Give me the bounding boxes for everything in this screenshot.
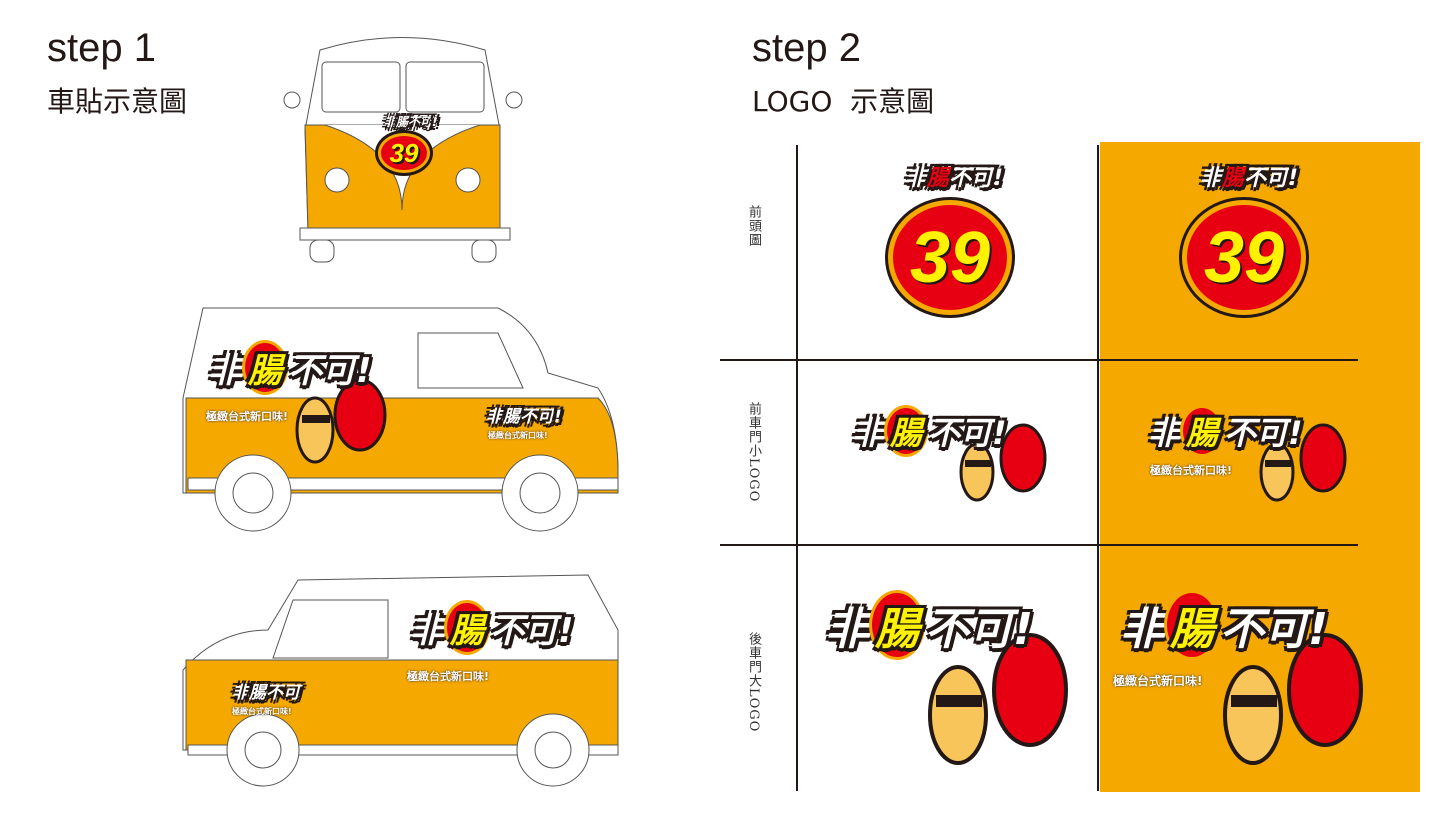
mascot-icon: [955, 420, 1050, 509]
step2-subtitle: LOGO 示意圖: [752, 85, 935, 118]
logo-39-badge-white: 39: [888, 200, 1012, 315]
front-van-39-badge: 39: [378, 133, 430, 173]
step1-title: step 1: [47, 26, 156, 70]
side-van-1-illustration: [182, 307, 619, 532]
step2-title: step 2: [752, 26, 861, 70]
grid-divider-row2: [720, 544, 1358, 546]
mascot-icon: [920, 630, 1080, 774]
mascot-icon: [1255, 420, 1350, 509]
logo-banner-small-orange: 非腸不可!: [1200, 166, 1299, 191]
rear-large-logo-orange: 非腸不可!: [1120, 590, 1328, 660]
front-van-logo-banner: 非腸不可!: [384, 115, 438, 129]
rear-large-logo-white: 非腸不可!: [825, 590, 1033, 660]
logo-39-badge-orange: 39: [1182, 200, 1306, 315]
rear-large-tagline: 極緻台式新口味!: [1113, 674, 1203, 688]
row-label-rear-door: 後車門大LOGO: [746, 632, 761, 733]
van2-large-banner: 非腸不可!: [410, 600, 574, 655]
door-small-tagline: 極緻台式新口味!: [1150, 464, 1233, 477]
mascot-icon: [290, 375, 390, 469]
row-label-front-door: 前車門小LOGO: [746, 402, 761, 503]
grid-divider-vertical: [796, 145, 798, 791]
row-label-front: 前頭圖: [746, 205, 761, 247]
logo-banner-small-white: 非腸不可!: [905, 166, 1004, 191]
van1-door-banner: 非腸不可!: [486, 407, 562, 427]
grid-divider-row1: [720, 359, 1358, 361]
van1-large-banner: 非腸不可!: [208, 340, 372, 395]
van1-tagline: 極緻台式新口味!: [206, 410, 289, 423]
van2-tagline: 極緻台式新口味!: [407, 670, 490, 683]
door-small-logo-white: 非腸不可!: [852, 405, 1007, 457]
van2-door-tagline: 極緻台式新口味!: [232, 707, 292, 716]
mascot-icon: [1215, 630, 1375, 774]
grid-divider-vertical-2: [1097, 145, 1099, 791]
side-van-2-illustration: [182, 574, 619, 787]
van1-door-tagline: 極緻台式新口味!: [488, 431, 548, 440]
van2-door-banner: 非腸不可: [232, 683, 300, 703]
step1-subtitle: 車貼示意圖: [47, 85, 188, 118]
door-small-logo-orange: 非腸不可!: [1148, 405, 1303, 457]
